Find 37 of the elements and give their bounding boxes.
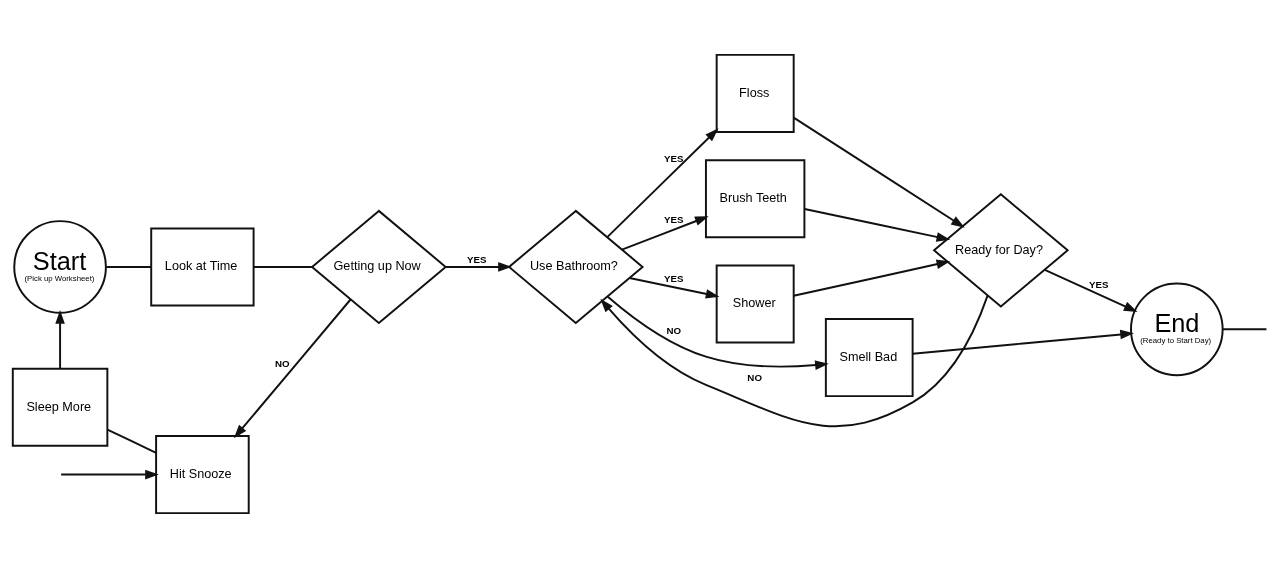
arrow bbox=[911, 329, 1134, 355]
arrow bbox=[60, 469, 159, 479]
arrow bbox=[803, 207, 951, 242]
node-box: Hit Snooze bbox=[155, 434, 250, 514]
connector bbox=[252, 265, 313, 268]
edge-label: YES bbox=[664, 213, 684, 225]
arrow bbox=[444, 261, 512, 272]
node-box: Smell Bad bbox=[824, 317, 914, 397]
edge-label: YES bbox=[467, 253, 487, 265]
node-box: Look at Time bbox=[150, 226, 255, 306]
edge-label: YES bbox=[1089, 278, 1109, 290]
arrow bbox=[233, 298, 352, 438]
node-diamond: Getting up Now bbox=[310, 209, 448, 324]
arrow bbox=[606, 294, 829, 370]
edge-label: YES bbox=[664, 272, 684, 284]
node-circle: Start (Pick up Worksheet) bbox=[13, 219, 107, 314]
arrow bbox=[600, 294, 989, 427]
node-box: Brush Teeth bbox=[704, 158, 806, 238]
connector bbox=[1221, 327, 1268, 330]
node-box: Floss bbox=[715, 53, 795, 133]
edge-label: YES bbox=[664, 152, 684, 164]
arrow bbox=[55, 309, 65, 370]
edge-label: NO bbox=[666, 324, 682, 336]
arrow bbox=[792, 116, 965, 228]
connector bbox=[106, 428, 158, 454]
node-box: Sleep More bbox=[11, 367, 109, 447]
arrow bbox=[621, 215, 709, 250]
arrow bbox=[606, 127, 719, 238]
arrow bbox=[1043, 268, 1138, 312]
edge-label: NO bbox=[275, 357, 290, 369]
connector bbox=[105, 265, 153, 268]
arrow bbox=[628, 276, 720, 299]
node-circle: End (Ready to Start Day) bbox=[1130, 282, 1224, 376]
edge-label: NO bbox=[747, 371, 762, 383]
node-diamond: Use Bathroom? bbox=[507, 209, 645, 324]
node-box: Shower bbox=[715, 264, 795, 343]
arrow bbox=[792, 259, 951, 297]
